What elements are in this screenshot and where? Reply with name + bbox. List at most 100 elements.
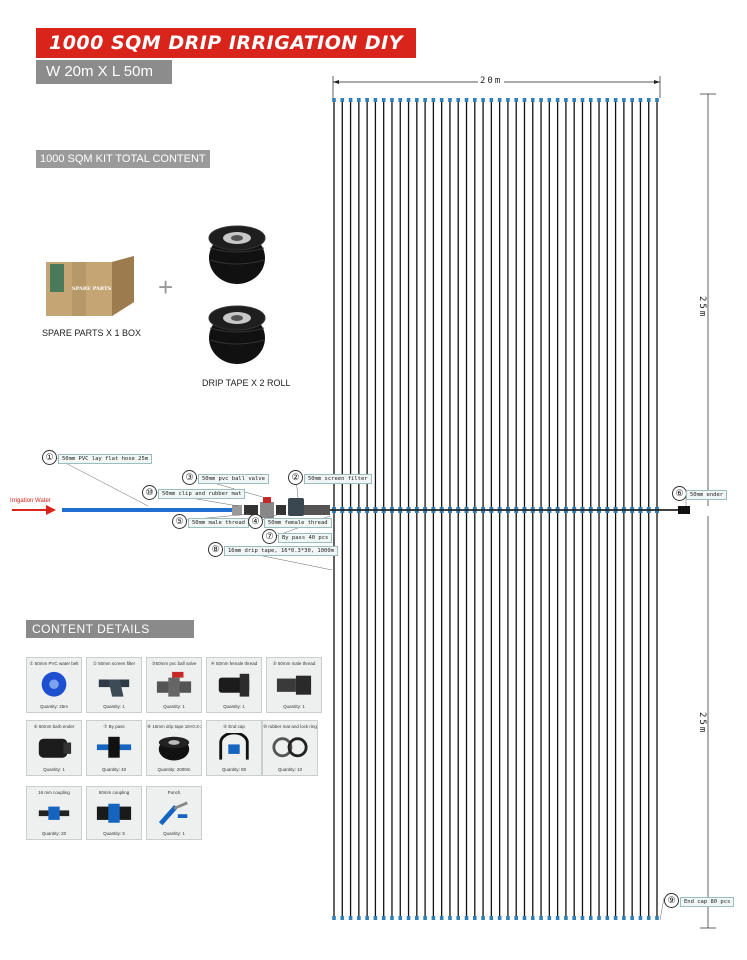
page-subtitle: W 20m X L 50m [36,60,172,84]
detail-card: ⑤ 50mm male thread Quantity: 1 [266,657,322,713]
detail-card: ⑦ By pass Quantity: 40 [86,720,142,776]
drip-roll-icon [158,736,190,761]
end-cap-marker [472,916,477,920]
end-cap-marker [365,98,369,102]
spare-parts-box-label: SPARE PARTS [72,286,112,292]
detail-card-label: 16 mm coupling [38,790,70,795]
hose-reel-icon [41,671,67,697]
end-cap-marker [630,916,634,920]
ball-valve [260,502,274,518]
end-cap-marker [423,98,427,102]
callout-8-number: ⑧ [208,542,223,557]
end-cap-marker [547,916,552,920]
end-cap-marker [489,916,494,920]
page-title: 1000 SQM DRIP IRRIGATION DIY KIT [36,28,416,84]
lower-length-label: 25m [697,712,707,735]
drip-tape-roll-image [206,224,268,286]
end-cap-marker [497,916,502,920]
end-cap-marker [638,916,643,920]
end-cap-marker [340,98,345,102]
end-cap-marker [539,98,543,102]
end-cap-marker [340,916,345,920]
callout-3-number: ③ [182,470,197,485]
end-cap-marker [622,916,626,920]
end-cap-marker [605,98,610,102]
lock-ring-icon [272,737,308,758]
end-cap-marker [597,98,601,102]
end-cap-icon [219,733,249,760]
filter-icon [98,679,130,697]
callout-6-number: ⑥ [672,486,687,501]
detail-card-label: ⑩ rubber mat and lock ring [263,724,317,729]
end-cap-marker [348,916,353,920]
end-cap-marker [431,916,436,920]
callout-1-number: ① [42,450,57,465]
end-cap-marker [406,98,411,102]
end-cap-marker [332,98,336,102]
detail-card: ③50mm pvc ball valve Quantity: 1 [146,657,202,713]
end-cap-marker [564,916,568,920]
callout-5-label: 50mm male thread [188,518,249,528]
drip-tape-caption: DRIP TAPE X 2 ROLL [202,378,291,388]
end-cap-marker [398,916,403,920]
detail-card-label: ⑨ End cap [223,724,245,729]
end-cap-marker [539,916,543,920]
barb-ender-icon [38,738,72,758]
callout-9-number: ⑨ [664,893,679,908]
end-cap-marker [588,98,593,102]
small-coupling-icon [38,806,70,820]
end-cap-marker [423,916,427,920]
detail-card: 50mm coupling Quantity: 5 [86,786,142,840]
end-cap-marker [580,916,585,920]
callout-2-label: 50mm screen filter [304,474,372,484]
detail-card-label: ⑦ By pass [103,724,125,729]
end-cap-marker [373,916,378,920]
clip-fitting [232,505,242,515]
detail-card-label: 50mm coupling [98,790,130,795]
end-cap-marker [390,916,394,920]
upper-length-label: 25m [697,296,707,319]
ball-valve-icon [156,671,192,697]
end-cap-marker [530,916,535,920]
end-cap-marker [439,916,444,920]
detail-card-label: ④ 50mm female thread [210,661,258,666]
end-cap-marker [481,98,485,102]
end-cap-marker [597,916,601,920]
end-cap-marker [464,98,469,102]
detail-card: Punch Quantity: 1 [146,786,202,840]
detail-card-quantity: Quantity: 1 [163,704,185,709]
detail-card-quantity: Quantity: 25m [39,704,68,709]
detail-card: ⑩ rubber mat and lock ring Quantity: 10 [262,720,318,776]
end-cap-marker [613,98,618,102]
end-cap-marker [646,98,651,102]
end-cap-marker [481,916,485,920]
screen-filter [288,498,304,516]
ender-fitting [678,506,690,514]
detail-card: ④ 50mm female thread Quantity: 1 [206,657,262,713]
detail-card-label: ⑧ 16mm drip tape 16×0.3-30 [147,724,201,729]
end-cap-marker [655,916,659,920]
callout-9-label: End cap 80 pcs [680,897,735,907]
end-cap-marker [489,98,494,102]
end-cap-marker [564,98,568,102]
end-cap-marker [390,98,394,102]
detail-card-quantity: Quantity: 1 [103,704,125,709]
detail-card: ⑨ End cap Quantity: 80 [206,720,262,776]
end-cap-marker [622,98,626,102]
irrigation-water-label: Irrigation Water [10,498,51,504]
callout-3-label: 50mm pvc ball valve [198,474,269,484]
detail-card-quantity: Quantity: 1 [283,704,305,709]
detail-card: ② 50mm screen filter Quantity: 1 [86,657,142,713]
drip-tape-lines [332,98,659,920]
end-cap-marker [497,98,502,102]
spare-parts-caption: SPARE PARTS X 1 BOX [42,328,142,338]
end-cap-marker [381,916,386,920]
detail-card-quantity: Quantity: 10 [277,767,303,772]
spare-parts-box-image: SPARE PARTS [42,256,138,318]
female-thread-fitting [276,505,286,515]
end-cap-marker [506,98,510,102]
callout-10-label: 50mm clip and rubber mat [158,489,246,499]
end-cap-marker [373,98,378,102]
end-cap-marker [555,916,560,920]
